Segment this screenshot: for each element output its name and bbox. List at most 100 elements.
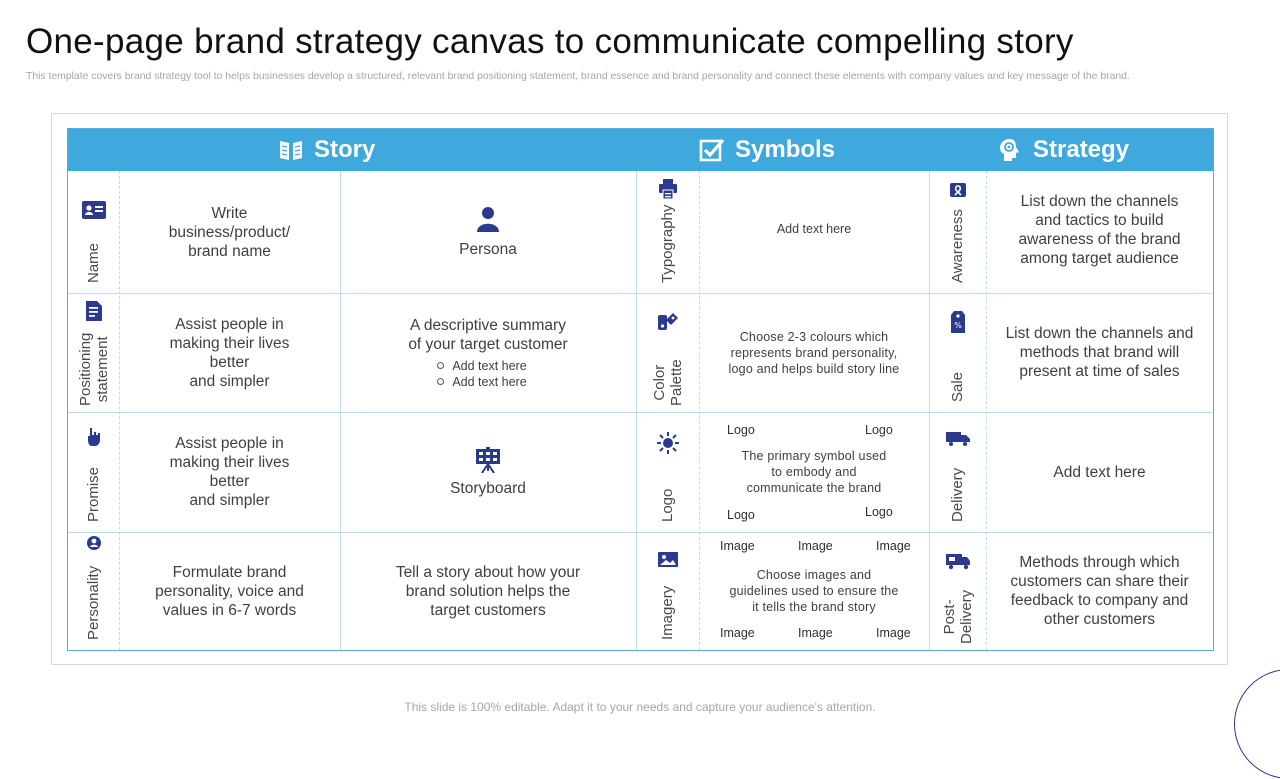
strategy-label-delivery: Delivery [929,412,986,532]
logo-placeholder: Logo [727,508,755,522]
header-symbols-label: Symbols [735,136,836,163]
strategy-label-text: Delivery [949,467,966,522]
summary-cell: A descriptive summary of your target cus… [340,293,636,412]
header-symbols: Symbols [699,129,835,171]
symbol-label-text: Typography [659,204,676,283]
bullet-dot [437,362,445,369]
book-icon [280,141,302,160]
header-story-label: Story [314,136,376,163]
grid-line [68,412,1213,413]
grid-line [68,532,1213,533]
row-label-text: Promise [85,466,102,522]
strategy-label-awareness: Awareness [929,171,986,293]
row-label-personality: Personality [68,532,119,650]
strategy-label-sale: % Sale [929,293,986,412]
strategy-label-text: Sale [949,371,966,402]
strategy-label-text: Post- Delivery [940,589,975,644]
logo-placeholder: Logo [727,423,755,437]
symbol-label-typography: Typography [636,171,699,293]
strategy-label-text: Awareness [949,209,966,283]
bullet-text: Add text here [452,374,527,389]
strategy-label-post-delivery: Post- Delivery [929,532,986,650]
bullet-item: Add text here [437,358,527,374]
grid-line [699,171,700,650]
bullet-item: Add text here [437,374,527,390]
image-placeholder: Image [720,539,755,553]
canvas-header: Story Symbols Strategy [68,129,1213,171]
price-tag-icon: % [950,311,965,333]
image-placeholder: Image [876,626,911,640]
id-card-icon [81,201,106,219]
promise-text: Assist people in making their lives bett… [169,435,290,509]
persona-cell: Persona [340,171,636,293]
sun-icon [656,432,679,454]
footer-note: This slide is 100% editable. Adapt it to… [404,700,876,714]
color-palette-text: Choose 2-3 colours which represents bran… [728,329,900,376]
logo-text: The primary symbol used to embody and co… [741,449,887,495]
post-delivery-text: Methods through which customers can shar… [1010,554,1189,628]
image-placeholder: Image [720,626,755,640]
image-placeholder: Image [798,626,833,640]
header-strategy-label: Strategy [1033,136,1130,163]
delivery-van-icon [945,554,970,570]
svg-text:%: % [954,321,962,330]
brand-canvas: Story Symbols Strategy [67,128,1214,651]
color-swatch-icon [657,313,678,330]
page-subtitle: This template covers brand strategy tool… [26,71,1130,82]
delivery-text: Add text here [1053,463,1146,481]
row-label-name: Name [68,171,119,293]
truck-icon [945,432,970,446]
gear-head-icon [1000,139,1019,161]
storyboard-cell: Storyboard [340,412,636,532]
header-strategy: Strategy [997,129,1129,171]
row-label-promise: Promise [68,412,119,532]
image-placeholder: Image [798,539,833,553]
awareness-text: List down the channels and tactics to bu… [1018,192,1181,267]
symbol-label-imagery: Imagery [636,532,699,650]
outer-frame [51,113,1228,665]
grid-line [119,171,120,650]
summary-bullets: Add text here Add text here [437,358,527,390]
grid-line [929,171,930,650]
persona-label: Persona [459,240,517,258]
image-icon [657,552,678,567]
hand-icon [87,428,100,446]
tell-story-text: Tell a story about how your brand soluti… [395,563,581,619]
page-title: One-page brand strategy canvas to commun… [26,22,1074,61]
summary-text: A descriptive summary of your target cus… [408,316,568,353]
symbol-label-text: Color Palette [650,359,685,406]
grid-line [636,171,637,650]
symbol-label-text: Logo [659,488,676,522]
bullet-text: Add text here [452,358,527,373]
header-story: Story [278,129,375,171]
symbol-label-color: Color Palette [636,293,699,412]
person-icon [86,536,101,550]
row-label-text: Name [85,242,102,283]
document-icon [85,301,102,321]
typography-text: Add text here [776,221,852,236]
bullet-dot [437,378,445,385]
logo-placeholder: Logo [865,505,893,519]
grid-line [340,171,341,650]
storyboard-label: Storyboard [450,479,526,497]
persona-icon [477,206,499,232]
grid-line [986,171,987,650]
personality-text: Formulate brand personality, voice and v… [155,563,304,619]
symbol-label-text: Imagery [659,585,676,640]
symbol-label-logo: Logo [636,412,699,532]
awareness-ribbon-icon [949,183,966,197]
checkbox-icon [699,138,725,162]
positioning-text: Assist people in making their lives bett… [169,315,290,390]
image-placeholder: Image [876,539,911,553]
logo-placeholder: Logo [865,423,893,437]
printer-icon [658,179,677,199]
name-text: Write business/product/ brand name [168,204,291,260]
storyboard-icon [476,446,500,473]
imagery-text: Choose images and guidelines used to ens… [729,568,899,614]
decorative-circle [1234,669,1280,779]
row-label-positioning: Positioning statement [68,293,119,412]
row-label-text: Personality [85,565,102,640]
grid-line [68,293,1213,294]
sale-text: List down the channels and methods that … [1005,325,1194,380]
row-label-text: Positioning statement [76,332,111,406]
